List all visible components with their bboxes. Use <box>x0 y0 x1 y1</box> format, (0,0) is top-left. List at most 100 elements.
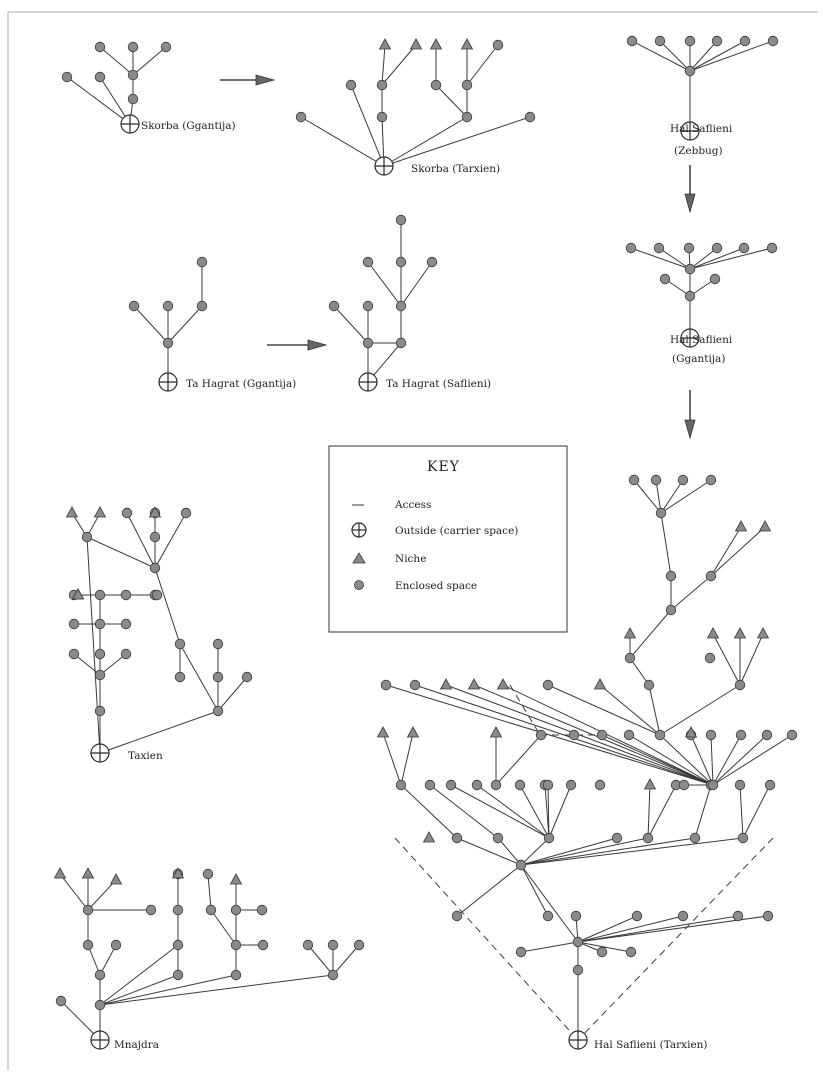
outside-carrier-space-node <box>680 121 700 141</box>
enclosed-space-node <box>295 111 307 123</box>
enclosed-space-node <box>492 39 504 51</box>
enclosed-space-node <box>568 729 580 741</box>
access-line <box>466 44 499 86</box>
enclosed-space-node <box>611 832 623 844</box>
access-line <box>99 974 334 1006</box>
access-line <box>629 657 650 686</box>
enclosed-space-node <box>230 939 242 951</box>
label-hal-saflieni-ggantija-line2: (Ggantija) <box>672 353 725 365</box>
enclosed-space-node <box>786 729 798 741</box>
access-line <box>659 684 741 736</box>
enclosed-space-node <box>68 648 80 660</box>
enclosed-space-node <box>705 474 717 486</box>
enclosed-space-node <box>709 273 721 285</box>
enclosed-space-node <box>594 779 606 791</box>
enclosed-space-node <box>596 729 608 741</box>
access-line <box>154 512 187 569</box>
key-box <box>328 445 568 633</box>
niche-node <box>93 506 107 518</box>
enclosed-space-node <box>762 910 774 922</box>
niche-node <box>171 867 185 879</box>
niche-node <box>460 38 474 50</box>
access-line <box>381 44 386 86</box>
access-line <box>689 247 745 270</box>
access-line <box>217 676 248 712</box>
access-line <box>631 40 691 72</box>
enclosed-space-node <box>625 946 637 958</box>
niche-node <box>756 627 770 639</box>
access-line <box>520 837 649 866</box>
access-line <box>630 247 691 270</box>
access-line <box>547 684 661 736</box>
access-line <box>210 909 237 946</box>
enclosed-space-node <box>110 939 122 951</box>
access-line <box>86 536 156 569</box>
dashed-access-line <box>394 837 579 1041</box>
access-line <box>400 732 414 786</box>
enclosed-space-node <box>738 242 750 254</box>
access-line <box>712 734 793 786</box>
enclosed-space-node <box>761 729 773 741</box>
access-line <box>495 734 542 786</box>
niche-node <box>467 678 481 690</box>
niche-node <box>71 588 85 600</box>
dashed-access-line <box>509 684 541 736</box>
access-line <box>99 46 134 76</box>
access-line <box>660 479 684 514</box>
access-line <box>659 734 714 786</box>
enclosed-space-node <box>445 779 457 791</box>
access-line <box>690 734 714 786</box>
access-line <box>577 915 739 943</box>
enclosed-space-node <box>162 337 174 349</box>
enclosed-space-node <box>542 779 554 791</box>
enclosed-space-node <box>650 474 662 486</box>
enclosed-space-node <box>711 35 723 47</box>
access-line <box>739 784 744 839</box>
niche-node <box>733 627 747 639</box>
enclosed-space-node <box>642 832 654 844</box>
access-line <box>658 247 691 270</box>
access-line <box>710 734 714 786</box>
enclosed-space-node <box>471 779 483 791</box>
enclosed-space-node <box>327 939 339 951</box>
enclosed-space-node <box>127 41 139 53</box>
access-line <box>577 915 638 943</box>
niche-node <box>643 778 657 790</box>
outside-carrier-space-node <box>374 156 394 176</box>
access-line <box>647 784 677 839</box>
enclosed-space-node <box>149 562 161 574</box>
enclosed-space-node <box>395 256 407 268</box>
graph-nodes <box>53 35 798 1050</box>
enclosed-space-node <box>683 242 695 254</box>
key-legend: KEY Access Outside (carrier space) Niche… <box>328 445 568 633</box>
enclosed-space-node <box>162 300 174 312</box>
access-line <box>87 879 117 911</box>
access-line <box>383 116 531 167</box>
enclosed-space-node <box>172 969 184 981</box>
enclosed-space-node <box>230 904 242 916</box>
niche-node <box>229 873 243 885</box>
enclosed-space-node <box>395 337 407 349</box>
enclosed-space-node <box>172 939 184 951</box>
access-line <box>710 526 742 577</box>
enclosed-space-node <box>376 111 388 123</box>
access-line <box>655 479 662 514</box>
access-line <box>126 512 156 569</box>
enclosed-space-node <box>180 507 192 519</box>
access-line <box>739 633 764 686</box>
graph-edges <box>59 40 793 1041</box>
access-line <box>167 305 203 344</box>
label-skorba-ggantija: Skorba (Ggantija) <box>141 120 236 132</box>
enclosed-space-node <box>734 779 746 791</box>
enclosed-space-node <box>734 679 746 691</box>
access-line <box>647 784 651 839</box>
access-line <box>689 40 718 72</box>
key-title: KEY <box>427 459 460 475</box>
access-line <box>577 941 632 953</box>
enclosed-space-node <box>705 570 717 582</box>
enclosed-space-node <box>732 910 744 922</box>
access-line <box>520 837 744 866</box>
enclosed-space-node <box>172 904 184 916</box>
niche-node <box>109 873 123 885</box>
enclosed-space-node <box>395 214 407 226</box>
